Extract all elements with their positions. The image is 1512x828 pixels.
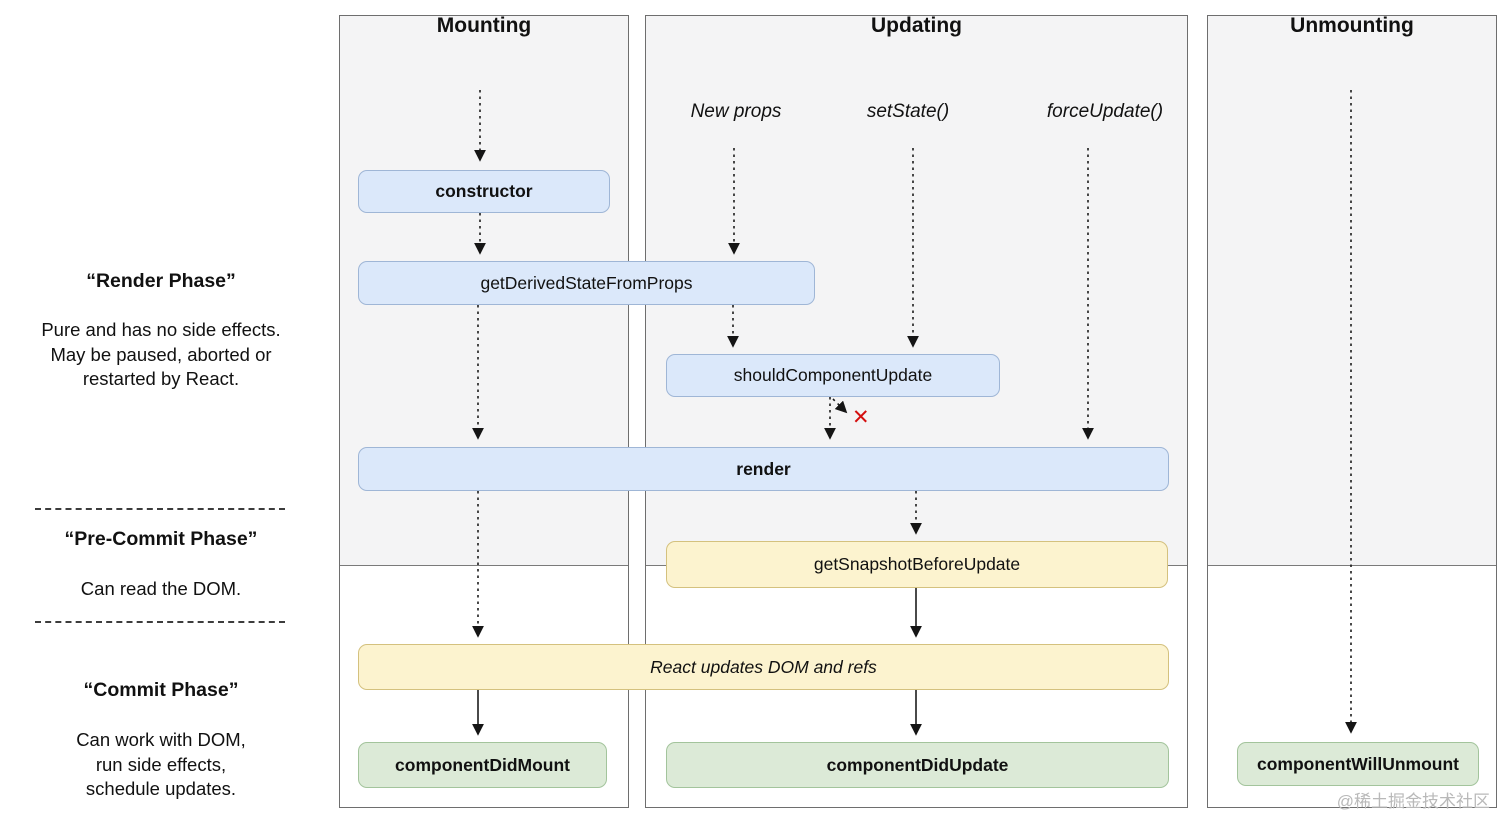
phase-separator-top (35, 508, 285, 510)
unmounting-column (1207, 15, 1497, 808)
pre-commit-phase-label: “Pre-Commit Phase” (64, 528, 258, 550)
pre-commit-phase-description: Can read the DOM. (80, 578, 242, 599)
constructor-box: constructor (358, 170, 610, 213)
should-component-update-box: shouldComponentUpdate (666, 354, 1000, 397)
updating-title: Updating (871, 14, 962, 37)
get-snapshot-before-update-box: getSnapshotBeforeUpdate (666, 541, 1168, 588)
get-derived-state-from-props-box: getDerivedStateFromProps (358, 261, 815, 305)
render-box: render (358, 447, 1169, 491)
phase-separator-bottom (35, 621, 285, 623)
component-will-unmount-box: componentWillUnmount (1237, 742, 1479, 786)
reject-x-icon: ✕ (852, 406, 870, 429)
render-phase-description: Pure and has no side effects. May be pau… (41, 319, 281, 389)
trigger-set-state: setState() (866, 101, 950, 122)
unmounting-render-phase-region (1208, 16, 1496, 566)
commit-phase-label: “Commit Phase” (83, 679, 239, 701)
component-did-mount-box: componentDidMount (358, 742, 607, 788)
component-did-update-box: componentDidUpdate (666, 742, 1169, 788)
trigger-new-props: New props (690, 101, 782, 122)
commit-phase-description: Can work with DOM, run side effects, sch… (76, 729, 246, 799)
render-phase-label: “Render Phase” (86, 270, 236, 292)
mounting-title: Mounting (436, 14, 532, 37)
trigger-force-update: forceUpdate() (1046, 101, 1164, 122)
watermark: @稀土掘金技术社区 (1336, 792, 1490, 811)
unmounting-title: Unmounting (1290, 14, 1414, 37)
react-updates-dom-box: React updates DOM and refs (358, 644, 1169, 690)
